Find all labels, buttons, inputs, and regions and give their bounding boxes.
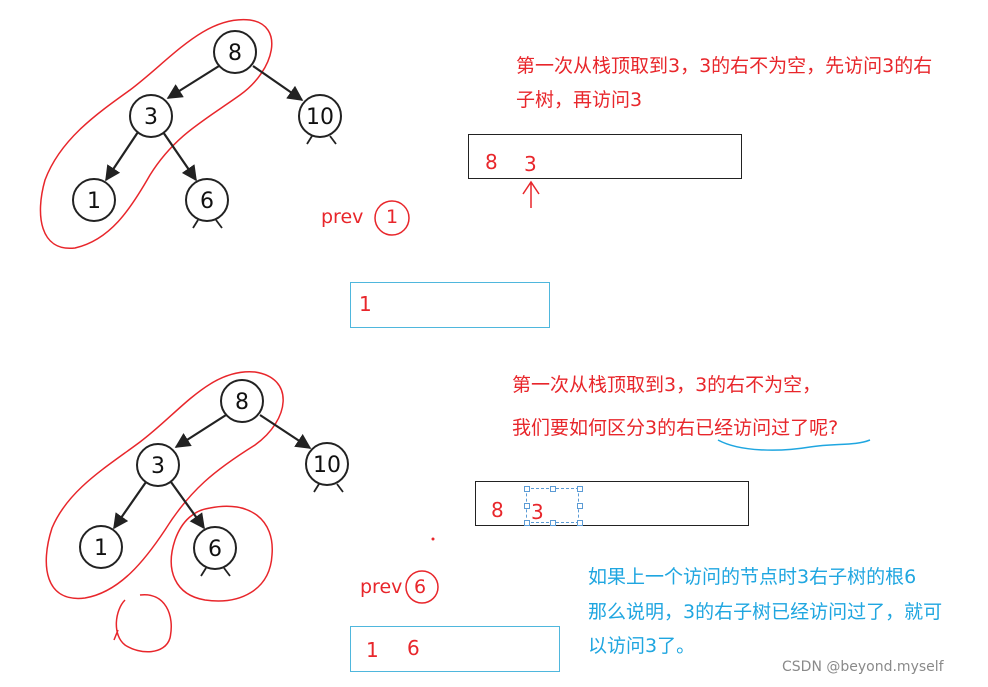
selection-frame[interactable] bbox=[526, 488, 579, 523]
stack1-item-8: 8 bbox=[485, 150, 498, 174]
note1-line2: 子树，再访问3 bbox=[516, 89, 643, 111]
red-dot bbox=[431, 537, 435, 541]
red-small-loop bbox=[113, 594, 172, 653]
tree2-label-6: 6 bbox=[208, 537, 222, 562]
stack2-item-3: 3 bbox=[531, 500, 544, 524]
selection-handle[interactable] bbox=[524, 503, 530, 509]
note2-line1: 第一次从栈顶取到3，3的右不为空， bbox=[512, 374, 822, 396]
blue-underline bbox=[717, 439, 871, 451]
tree2-stub-10 bbox=[313, 483, 344, 493]
tree2-node-10 bbox=[305, 442, 349, 486]
stack1-item-3: 3 bbox=[524, 152, 537, 176]
stack-box-1 bbox=[468, 134, 742, 179]
tree1-label-3: 3 bbox=[144, 105, 158, 130]
edge-8-3 bbox=[166, 65, 220, 99]
up-arrow-icon bbox=[522, 180, 540, 208]
tree2-node-6 bbox=[193, 526, 237, 570]
tree-1: 8 3 10 1 6 bbox=[39, 18, 342, 249]
edge-3-1 bbox=[105, 131, 139, 182]
tree2-label-1: 1 bbox=[94, 536, 108, 561]
selection-handle[interactable] bbox=[550, 486, 556, 492]
selection-handle[interactable] bbox=[524, 486, 530, 492]
tree2-label-10: 10 bbox=[313, 453, 341, 478]
edge2-3-1 bbox=[113, 481, 147, 530]
tree2-node-1 bbox=[79, 525, 123, 569]
selection-handle[interactable] bbox=[550, 520, 556, 526]
red-loop-around-6 bbox=[170, 505, 273, 602]
tree1-label-8: 8 bbox=[228, 41, 242, 66]
tree1-label-1: 1 bbox=[87, 189, 101, 214]
visited-box-2 bbox=[350, 626, 560, 672]
prev1-value: 1 bbox=[386, 206, 399, 228]
edge2-3-6 bbox=[170, 481, 205, 530]
tree2-node-3 bbox=[136, 443, 180, 487]
watermark: CSDN @beyond.myself bbox=[782, 659, 944, 675]
answer-line1: 如果上一个访问的节点时3右子树的根6 bbox=[588, 566, 917, 588]
tree-2: 8 3 10 1 6 bbox=[45, 371, 349, 653]
selection-handle[interactable] bbox=[524, 520, 530, 526]
edge2-8-10 bbox=[259, 414, 312, 449]
tree1-node-10 bbox=[298, 94, 342, 138]
prev2-label: prev bbox=[360, 576, 403, 598]
red-loop-left-path-2 bbox=[45, 371, 284, 600]
stack2-item-8: 8 bbox=[491, 498, 504, 522]
visited1-item-1: 1 bbox=[359, 292, 372, 316]
tree1-node-8 bbox=[213, 30, 257, 74]
tree1-stub-6 bbox=[192, 219, 223, 229]
red-loop-left-path-1 bbox=[39, 18, 273, 249]
selection-handle[interactable] bbox=[577, 503, 583, 509]
tree2-label-3: 3 bbox=[151, 454, 165, 479]
note2-line2: 我们要如何区分3的右已经访问过了呢? bbox=[512, 417, 839, 439]
tree1-node-6 bbox=[185, 178, 229, 222]
tree1-node-3 bbox=[129, 94, 173, 138]
edge2-8-3 bbox=[174, 414, 227, 448]
prev2-circle bbox=[405, 570, 439, 604]
tree2-label-8: 8 bbox=[235, 390, 249, 415]
tree2-node-8 bbox=[220, 379, 264, 423]
edge-8-10 bbox=[252, 65, 304, 101]
tree2-stub-6 bbox=[200, 567, 231, 577]
prev1-label: prev bbox=[321, 206, 364, 228]
visited2-item-1: 1 bbox=[366, 638, 379, 662]
edge-3-6 bbox=[162, 131, 197, 182]
stack-box-2 bbox=[475, 481, 749, 526]
note1-line1: 第一次从栈顶取到3，3的右不为空，先访问3的右 bbox=[516, 55, 933, 77]
selection-handle[interactable] bbox=[577, 520, 583, 526]
visited2-item-6: 6 bbox=[407, 636, 420, 660]
prev1-circle bbox=[374, 200, 410, 236]
visited-box-1 bbox=[350, 282, 550, 328]
tree1-stub-10 bbox=[306, 135, 337, 145]
tree1-node-1 bbox=[72, 178, 116, 222]
answer-line2: 那么说明，3的右子树已经访问过了，就可 bbox=[588, 601, 943, 623]
prev2-value: 6 bbox=[414, 576, 427, 598]
answer-line3: 以访问3了。 bbox=[588, 635, 696, 657]
tree1-label-10: 10 bbox=[306, 105, 334, 130]
selection-handle[interactable] bbox=[577, 486, 583, 492]
tree1-label-6: 6 bbox=[200, 189, 214, 214]
